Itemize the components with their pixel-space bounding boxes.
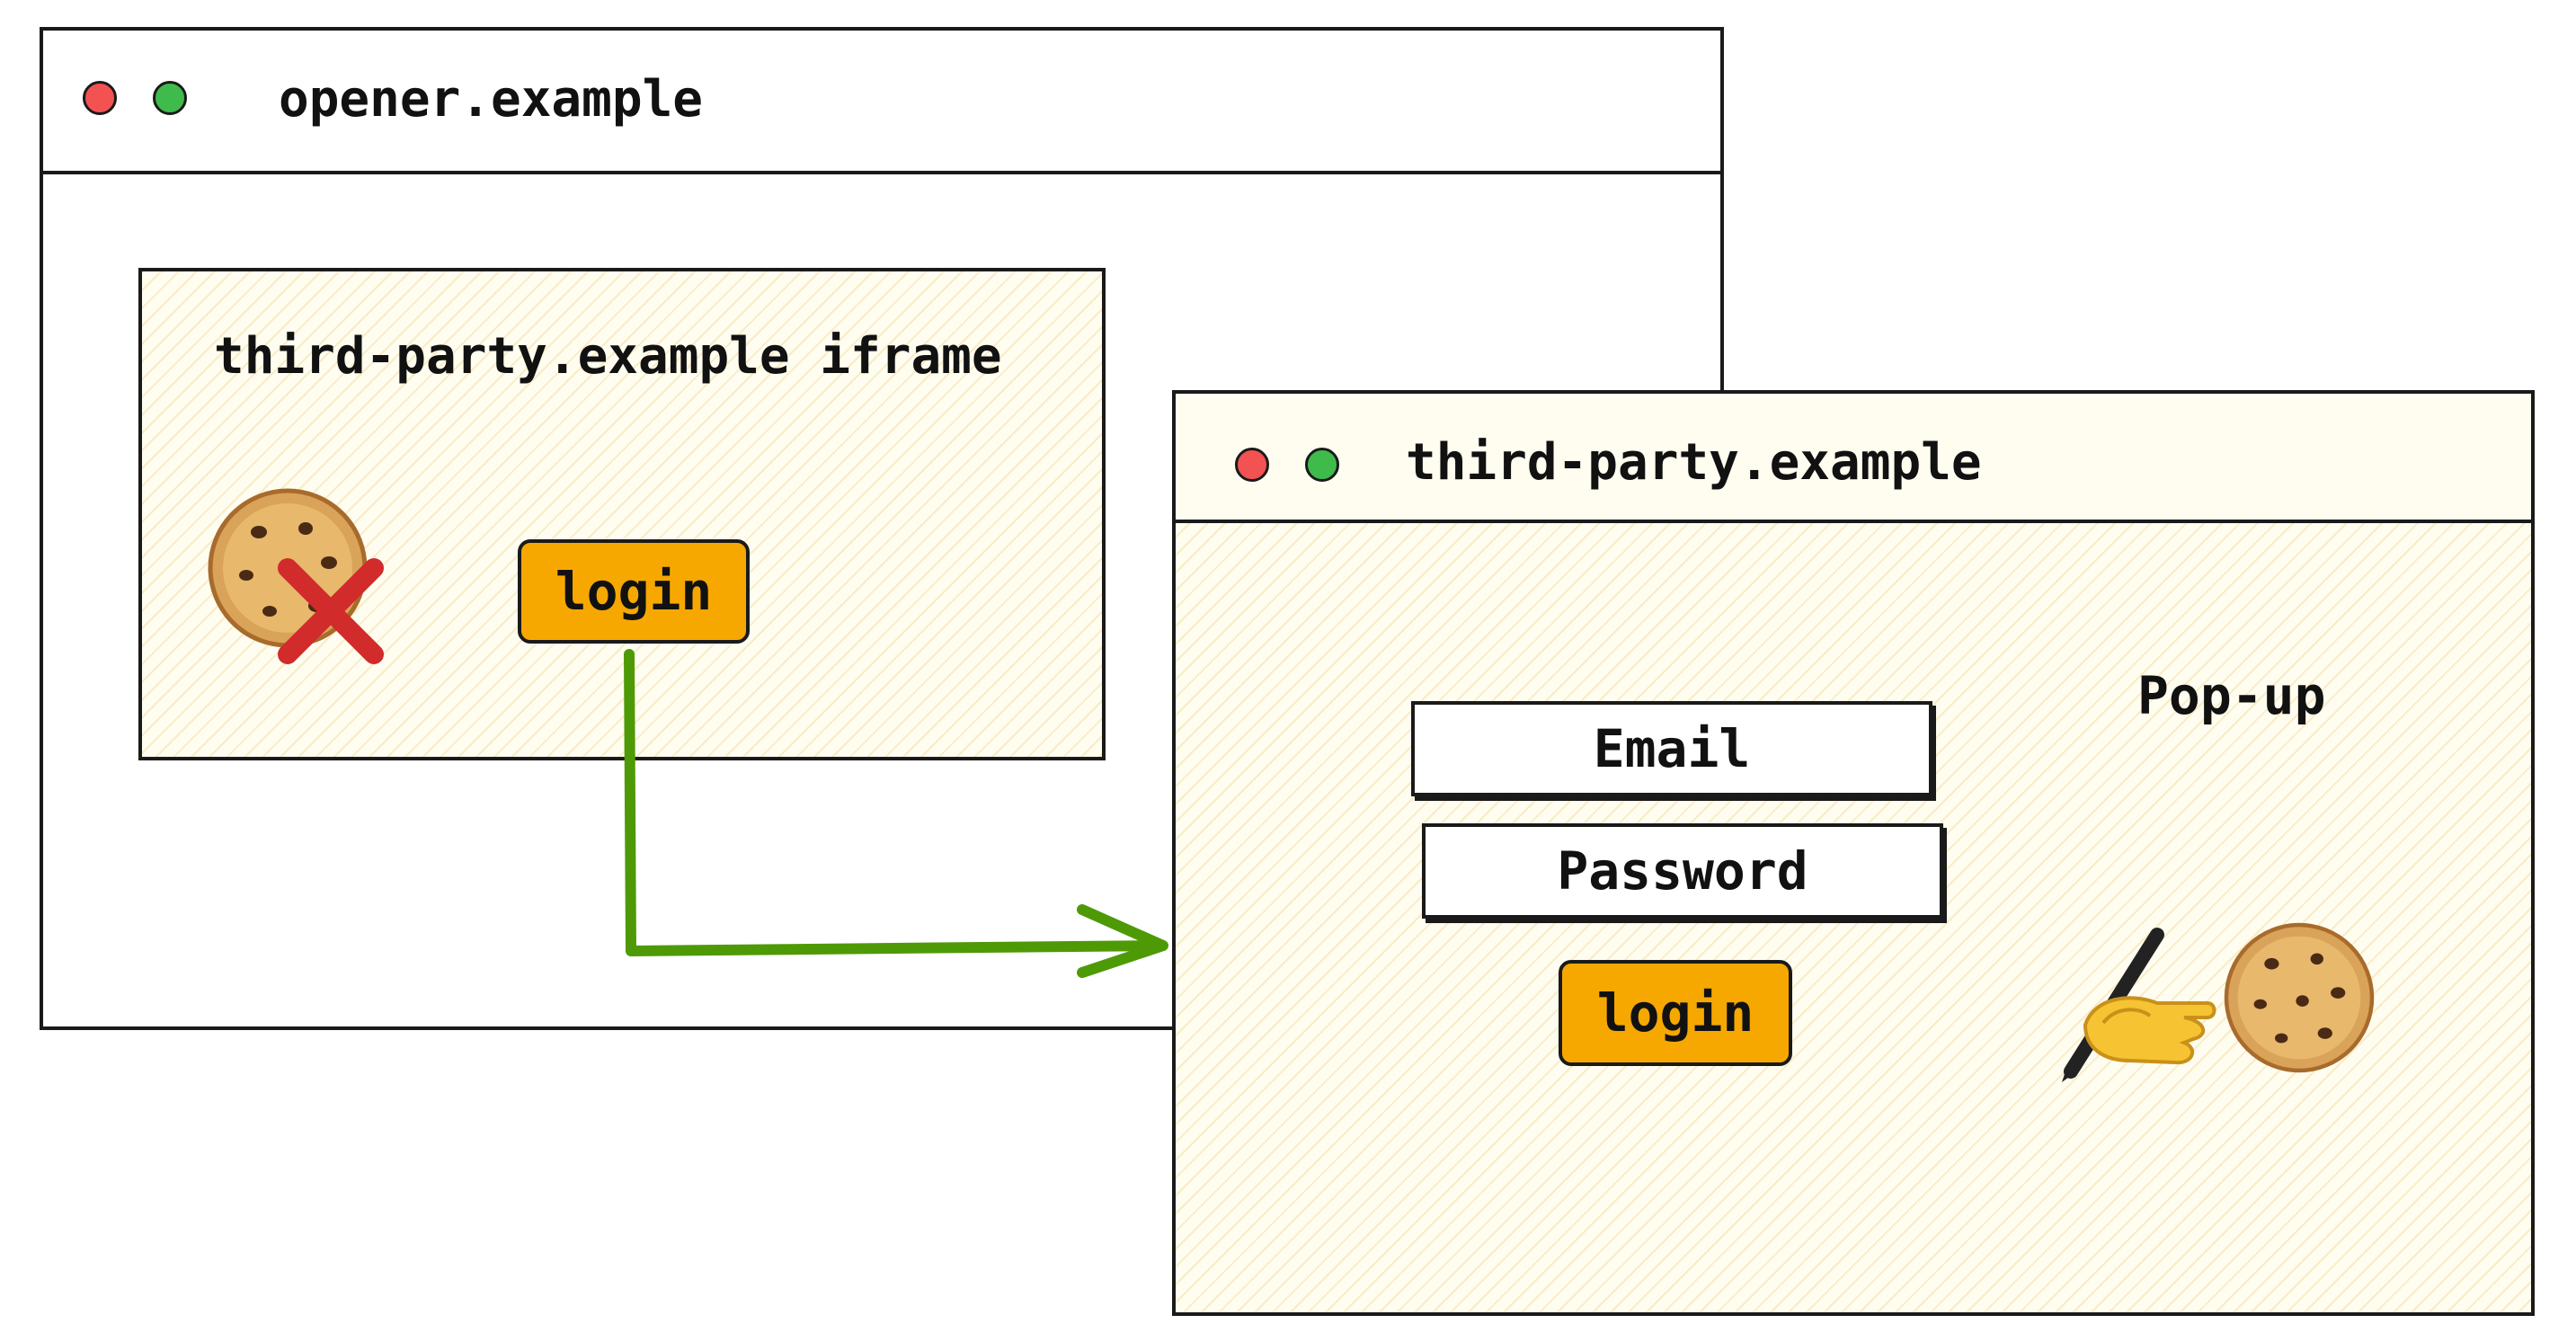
maximize-dot-icon[interactable]: [153, 81, 187, 115]
popup-login-button[interactable]: login: [1559, 960, 1792, 1066]
close-dot-icon[interactable]: [1235, 448, 1269, 482]
opener-title: opener.example: [279, 70, 704, 129]
popup-titlebar: third-party.example: [1176, 394, 2531, 523]
email-field[interactable]: Email: [1411, 701, 1932, 796]
password-field[interactable]: Password: [1422, 823, 1943, 919]
blocked-x-icon: [278, 558, 384, 664]
popup-caption: Pop-up: [2137, 665, 2326, 726]
popup-window: third-party.example Pop-up Email Passwor…: [1172, 390, 2535, 1316]
opener-titlebar: opener.example: [43, 31, 1720, 174]
writing-hand-icon: [2062, 928, 2216, 1082]
popup-title: third-party.example: [1406, 433, 1982, 492]
iframe-label: third-party.example iframe: [214, 327, 1002, 386]
close-dot-icon[interactable]: [83, 81, 117, 115]
cookie-icon: [2224, 922, 2375, 1073]
maximize-dot-icon[interactable]: [1305, 448, 1339, 482]
third-party-iframe: third-party.example iframe login: [138, 268, 1106, 760]
iframe-login-button[interactable]: login: [518, 539, 750, 644]
blocked-cookie: [205, 485, 385, 665]
